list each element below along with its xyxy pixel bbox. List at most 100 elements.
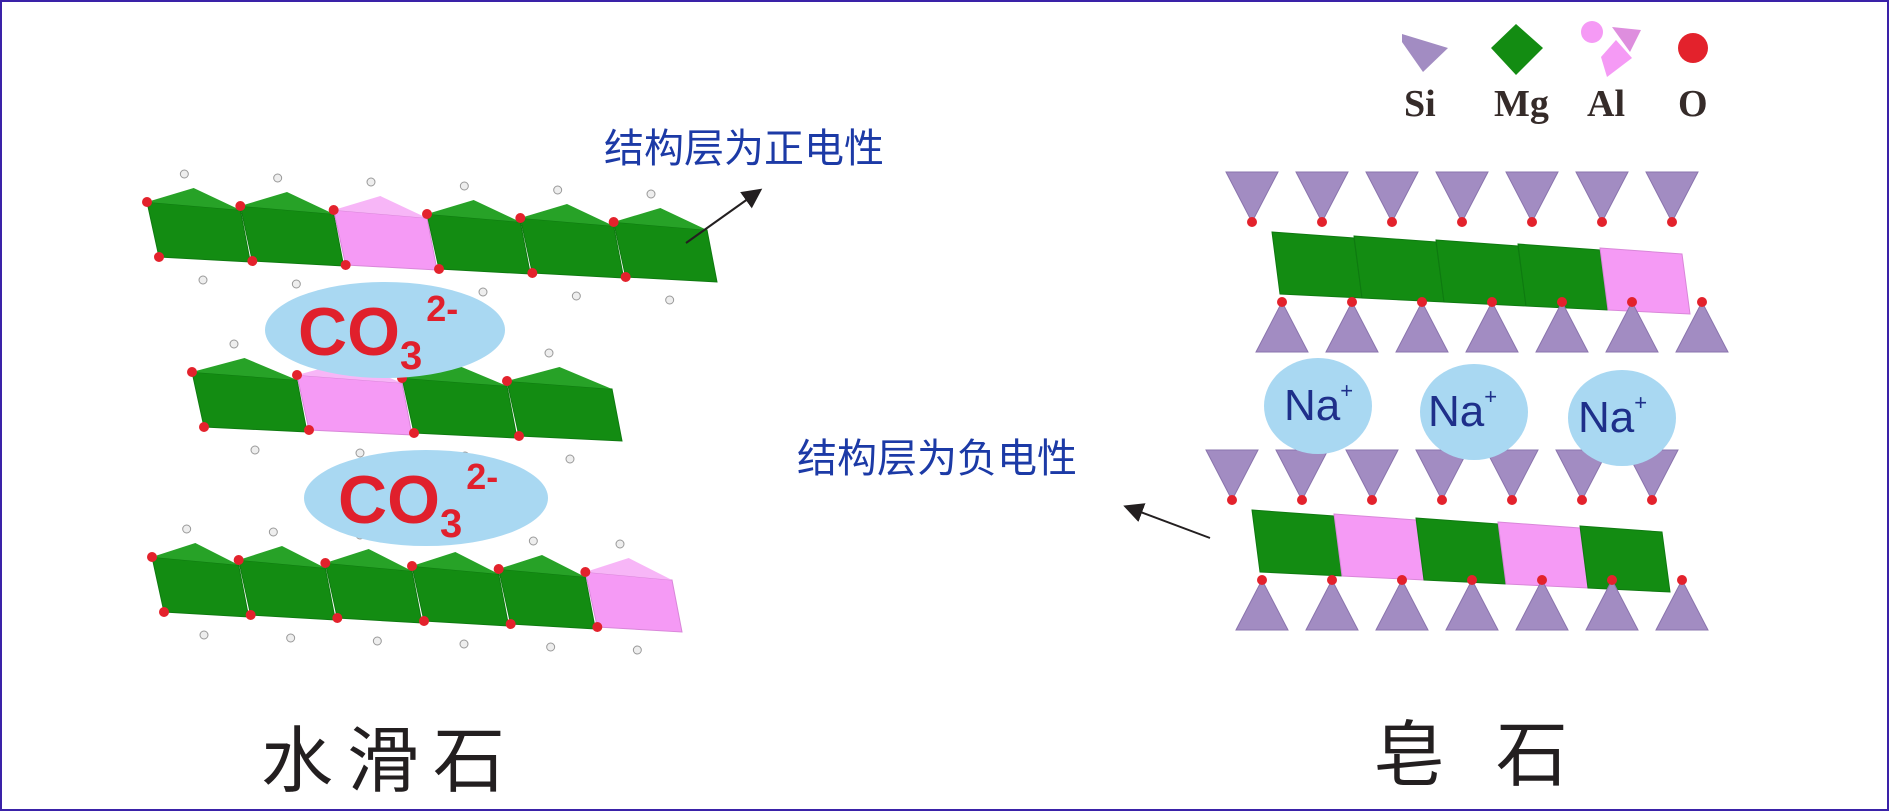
o-atom	[493, 564, 504, 574]
mg-octahedron	[1415, 517, 1507, 585]
o-atom	[1527, 217, 1537, 227]
o-atom	[592, 622, 603, 632]
al-octahedron	[296, 374, 413, 436]
h-atom	[366, 177, 376, 187]
o-atom	[159, 607, 169, 617]
o-atom	[527, 268, 538, 278]
mg-octahedron	[506, 380, 623, 442]
o-atom	[1387, 217, 1397, 227]
si-tetrahedron	[1675, 300, 1729, 353]
o-atom	[1507, 495, 1517, 505]
o-atom	[187, 367, 197, 377]
legend-o: O	[1678, 83, 1708, 125]
o-atom	[320, 558, 331, 568]
na-ion-3: Na+	[1578, 390, 1648, 442]
al-octahedron	[1599, 247, 1691, 315]
h-atom	[632, 645, 642, 655]
o-atom	[1347, 297, 1357, 307]
h-atom	[198, 275, 208, 285]
o-atom	[1667, 217, 1677, 227]
mg-octahedron	[1271, 231, 1363, 299]
h-atom	[665, 295, 675, 305]
o-atom	[1317, 217, 1327, 227]
h-atom	[459, 639, 469, 649]
o-atom	[608, 217, 619, 227]
octahedron-top	[520, 204, 614, 226]
o-atom	[620, 272, 631, 282]
octahedron-top	[325, 549, 412, 571]
h-atom	[646, 189, 656, 199]
si-tetrahedron	[1295, 171, 1349, 224]
o-atom	[235, 201, 246, 211]
si-tetrahedron	[1325, 300, 1379, 353]
h-atom	[273, 173, 283, 183]
na-ion-2: Na+	[1428, 384, 1498, 436]
o-atom	[434, 264, 444, 274]
h-atom	[291, 279, 301, 289]
o-atom	[233, 555, 244, 565]
co3-ellipse	[265, 282, 505, 378]
h-atom	[615, 539, 625, 549]
al-legend-icon	[1601, 40, 1632, 77]
o-atom	[1277, 297, 1287, 307]
si-tetrahedron	[1485, 449, 1539, 502]
o-atom	[1327, 575, 1337, 585]
si-tetrahedron	[1395, 300, 1449, 353]
co3-ion-2: CO32-	[338, 456, 499, 546]
octahedron-top	[507, 367, 612, 389]
o-atom	[1597, 217, 1607, 227]
negative-layer-label: 结构层为负电性	[797, 436, 1077, 482]
octahedron-top	[152, 543, 239, 565]
octahedron-top	[402, 364, 507, 386]
o-atom	[502, 376, 512, 386]
h-atom	[179, 169, 189, 179]
o-atom	[1437, 495, 1447, 505]
o-atom	[1257, 575, 1267, 585]
o-atom	[1647, 495, 1657, 505]
h-atom	[565, 454, 575, 464]
si-tetrahedron	[1305, 578, 1359, 631]
o-atom	[247, 256, 258, 266]
si-tetrahedron	[1655, 578, 1709, 631]
o-atom	[1487, 297, 1497, 307]
si-tetrahedron	[1345, 449, 1399, 502]
si-tetrahedron	[1435, 171, 1489, 224]
si-tetrahedron	[1255, 300, 1309, 353]
mg-octahedron	[1251, 509, 1343, 577]
octahedron-top	[613, 208, 707, 230]
o-atom	[1367, 495, 1377, 505]
h-atom	[199, 630, 209, 640]
si-tetrahedron	[1605, 300, 1659, 353]
o-atom	[407, 561, 417, 571]
al-legend-icon	[1581, 21, 1603, 43]
si-tetrahedron	[1275, 449, 1329, 502]
legend-si: Si	[1404, 83, 1436, 125]
o-atom	[1557, 297, 1567, 307]
o-atom	[340, 260, 351, 270]
positive-layer-label: 结构层为正电性	[604, 126, 884, 172]
co3-ellipse	[304, 450, 548, 546]
octahedron-top	[192, 358, 297, 380]
si-tetrahedron	[1465, 300, 1519, 353]
h-atom	[546, 642, 556, 652]
h-atom	[544, 348, 554, 358]
legend-mg: Mg	[1494, 83, 1549, 125]
octahedron-top	[585, 558, 672, 580]
o-atom	[580, 567, 591, 577]
mg-legend-icon	[1491, 24, 1543, 75]
octahedron-top	[412, 552, 499, 574]
octahedron-top	[333, 196, 427, 218]
h-atom	[229, 339, 239, 349]
h-atom	[571, 291, 581, 301]
al-legend-icon	[1612, 27, 1641, 52]
h-atom	[250, 445, 260, 455]
o-atom	[1677, 575, 1687, 585]
h-atom	[528, 536, 538, 546]
mg-octahedron	[426, 213, 531, 275]
octahedron-top	[147, 188, 241, 210]
o-atom	[409, 428, 419, 438]
si-tetrahedron	[1225, 171, 1279, 224]
h-atom	[372, 636, 382, 646]
